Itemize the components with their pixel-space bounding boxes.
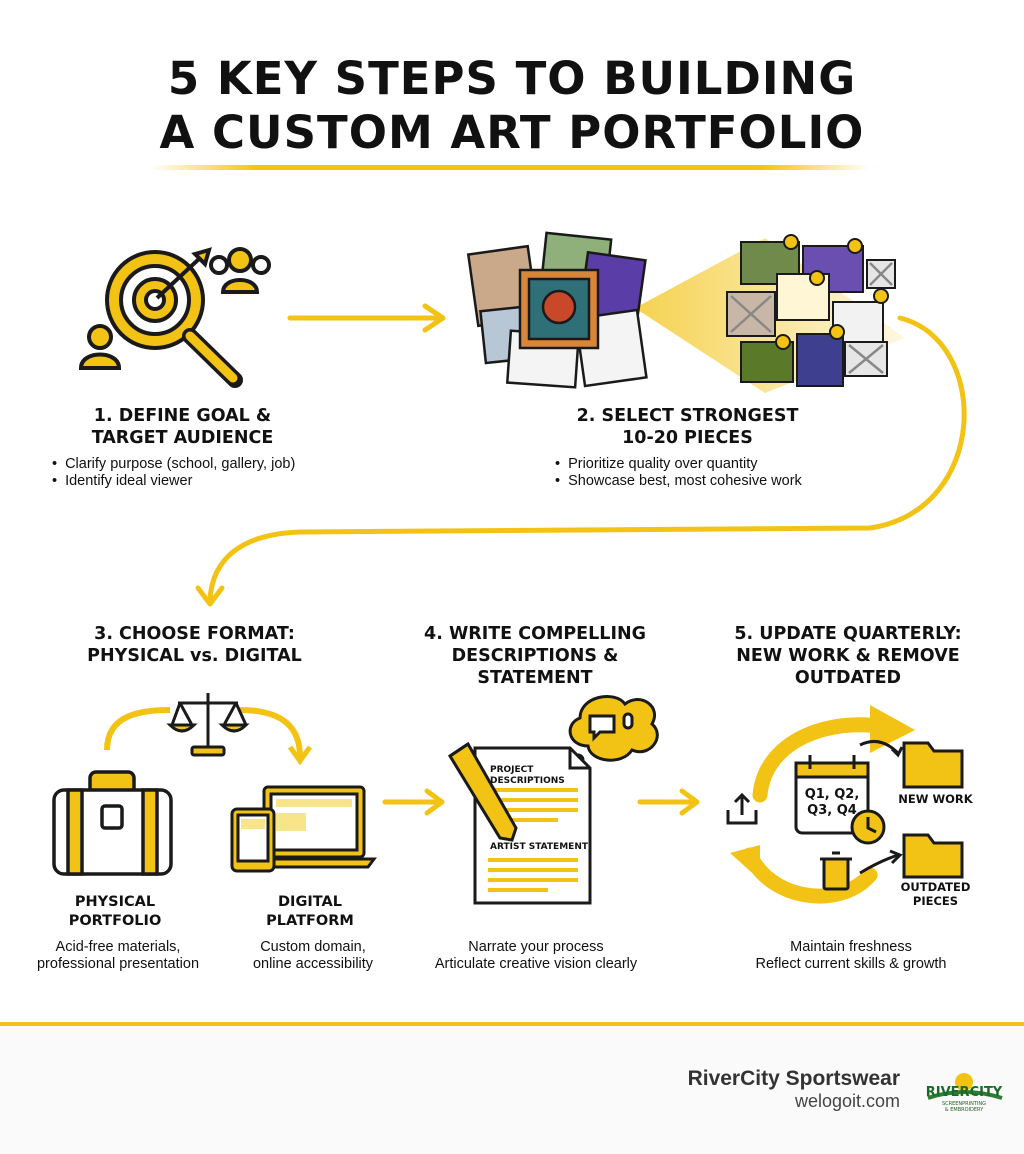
footer-divider <box>0 1022 1024 1026</box>
step-5-title: 5. UPDATE QUARTERLY: NEW WORK & REMOVE O… <box>734 624 962 688</box>
page-title: 5 KEY STEPS TO BUILDING A CUSTOM ART POR… <box>0 52 1024 160</box>
step-4-desc: Narrate your process Articulate creative… <box>434 939 638 972</box>
brand-url[interactable]: welogoit.com <box>794 1091 900 1111</box>
new-work-label: NEW WORK <box>898 792 973 806</box>
title-underline <box>150 165 870 170</box>
step-1-title: 1. DEFINE GOAL & TARGET AUDIENCE <box>91 406 274 448</box>
artist-statement-doc-label: ARTIST STATEMENT <box>490 842 588 852</box>
rivercity-logo: RIVERCITY SCREENPRINTING & EMBROIDERY <box>926 1073 1003 1113</box>
step-4-title: 4. WRITE COMPELLING DESCRIPTIONS & STATE… <box>424 624 646 688</box>
step-2-title: 2. SELECT STRONGEST 10-20 PIECES <box>576 406 799 448</box>
title-line-1: 5 KEY STEPS TO BUILDING <box>167 52 857 105</box>
step-1-bullets: Clarify purpose (school, gallery, job) I… <box>52 456 352 490</box>
digital-platform-label: DIGITAL PLATFORM <box>266 894 354 929</box>
physical-portfolio-desc: Acid-free materials, professional presen… <box>36 939 200 972</box>
footer <box>0 1026 1024 1154</box>
step-2-bullets: Prioritize quality over quantity Showcas… <box>555 456 855 490</box>
laptop-tablet-icon <box>230 785 377 873</box>
arrow-2-to-3 <box>207 315 967 603</box>
list-item: Showcase best, most cohesive work <box>555 473 855 490</box>
svg-text:RIVERCITY: RIVERCITY <box>926 1085 1003 1100</box>
balance-scale-icon <box>104 693 313 766</box>
svg-text:SCREENPRINTING: SCREENPRINTING <box>942 1101 986 1107</box>
svg-text:& EMBROIDERY: & EMBROIDERY <box>945 1107 984 1113</box>
target-magnifier-audience-icon <box>78 247 271 388</box>
list-item: Clarify purpose (school, gallery, job) <box>52 456 352 473</box>
brand-name: RiverCity Sportswear <box>687 1067 900 1090</box>
title-line-2: A CUSTOM ART PORTFOLIO <box>159 106 865 159</box>
step-5-desc: Maintain freshness Reflect current skill… <box>755 939 947 972</box>
briefcase-icon <box>52 770 173 876</box>
cycle-calendar-folders-icon <box>726 705 964 904</box>
physical-portfolio-label: PHYSICAL PORTFOLIO <box>68 894 162 929</box>
calendar-quarters: Q1, Q2, Q3, Q4 <box>804 787 860 818</box>
project-descriptions-doc-label: PROJECT DESCRIPTIONS <box>490 765 565 786</box>
document-pen-thought-icon <box>447 695 659 905</box>
artwork-selection-icon <box>466 231 905 393</box>
list-item: Prioritize quality over quantity <box>555 456 855 473</box>
list-item: Identify ideal viewer <box>52 473 352 490</box>
step-3-title: 3. CHOOSE FORMAT: PHYSICAL vs. DIGITAL <box>87 624 302 666</box>
outdated-pieces-label: OUTDATED PIECES <box>900 880 971 908</box>
digital-platform-desc: Custom domain, online accessibility <box>252 939 374 972</box>
